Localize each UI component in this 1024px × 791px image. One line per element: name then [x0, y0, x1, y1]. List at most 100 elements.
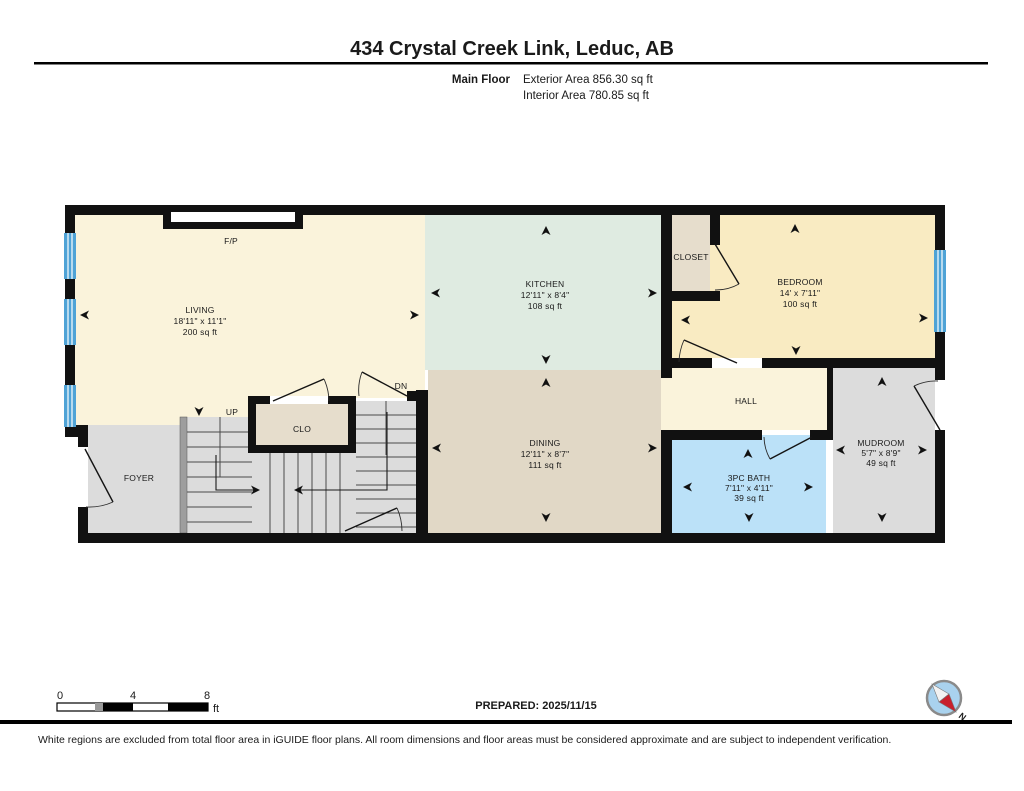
dimension-arrow — [681, 315, 690, 325]
compass-north-label: N — [957, 711, 968, 723]
down-arrowhead — [294, 485, 303, 495]
bath-name: 3PC BATH — [728, 473, 771, 483]
dimension-arrow — [790, 224, 800, 233]
stairs-up-label: UP — [226, 407, 238, 417]
dimension-arrows — [80, 224, 928, 522]
dimension-arrow — [919, 313, 928, 323]
dining-name: DINING — [530, 438, 561, 448]
living-area: 200 sq ft — [183, 327, 218, 337]
dimension-arrow — [648, 288, 657, 298]
bedroom-area: 100 sq ft — [783, 299, 818, 309]
understair-door — [344, 507, 403, 532]
disclaimer-text: White regions are excluded from total fl… — [38, 734, 891, 746]
footer-divider — [0, 720, 1012, 724]
compass-needle-north — [938, 693, 957, 713]
interior-area: Interior Area 780.85 sq ft — [523, 90, 650, 102]
dimension-arrow — [836, 445, 845, 455]
stair-handrail — [179, 416, 188, 534]
room-mudroom — [833, 368, 935, 533]
kitchen-name: KITCHEN — [526, 279, 565, 289]
closet-label: CLOSET — [673, 252, 708, 262]
living-name: LIVING — [185, 305, 214, 315]
dimension-arrow — [648, 443, 657, 453]
stair-flight-up — [185, 417, 252, 533]
bedroom-name: BEDROOM — [777, 277, 822, 287]
room-kitchen — [425, 215, 661, 370]
foyer-label: FOYER — [124, 473, 154, 483]
up-arrowhead — [251, 485, 260, 495]
page-title: 434 Crystal Creek Link, Leduc, AB — [350, 38, 674, 60]
dimension-arrow — [541, 513, 551, 522]
scale-segment-gray — [95, 703, 103, 711]
scale-segment-black-2 — [168, 703, 208, 711]
kitchen-dims: 12'11" x 8'4" — [521, 290, 570, 300]
header: 434 Crystal Creek Link, Leduc, AB Main F… — [34, 38, 988, 102]
hall-label: HALL — [735, 396, 757, 406]
dimension-arrow — [804, 482, 813, 492]
room-labels: LIVING 18'11" x 11'1" 200 sq ft KITCHEN … — [124, 236, 905, 503]
dimension-arrow — [683, 482, 692, 492]
dimension-arrow — [918, 445, 927, 455]
room-closet — [672, 215, 710, 291]
dimension-arrow — [80, 310, 89, 320]
mudroom-area: 49 sq ft — [866, 458, 896, 468]
dimension-arrow — [432, 443, 441, 453]
living-dims: 18'11" x 11'1" — [174, 316, 227, 326]
room-living-ext2 — [185, 398, 252, 417]
bedroom-door — [678, 339, 738, 364]
dimension-arrow — [431, 288, 440, 298]
room-dining — [428, 370, 661, 533]
stair-treads — [186, 401, 416, 533]
bath-dims: 7'11" x 4'11" — [725, 483, 773, 493]
dimension-arrow — [410, 310, 419, 320]
window-living-1 — [64, 233, 76, 279]
clo-closet-interior — [256, 404, 348, 445]
bedroom-dims: 14' x 7'11" — [780, 288, 820, 298]
bedroom-closet-door — [714, 243, 740, 291]
basement-stair-door — [358, 371, 408, 397]
stairs-down-label: DN — [395, 381, 408, 391]
dimension-arrow — [791, 346, 801, 355]
room-living-ext — [75, 398, 185, 425]
mudroom-back-door — [913, 380, 941, 431]
window-bedroom — [934, 250, 946, 332]
window-living-3 — [64, 385, 76, 427]
scale-unit: ft — [213, 703, 219, 715]
doors — [84, 243, 941, 532]
dimension-arrow — [877, 513, 887, 522]
bath-area: 39 sq ft — [734, 493, 764, 503]
kitchen-area: 108 sq ft — [528, 301, 563, 311]
dimension-arrow — [194, 407, 204, 416]
room-living — [75, 215, 425, 398]
clo-door — [272, 378, 330, 402]
mudroom-dims: 5'7" x 8'9" — [861, 448, 900, 458]
header-divider — [34, 62, 988, 65]
walls — [65, 205, 945, 543]
front-door — [84, 448, 114, 508]
dimension-arrow — [541, 378, 551, 387]
exterior-area: Exterior Area 856.30 sq ft — [523, 74, 654, 86]
room-hall — [661, 368, 827, 430]
bath-door — [763, 436, 813, 460]
dining-dims: 12'11" x 8'7" — [521, 449, 570, 459]
scale-segment-black-1 — [103, 703, 133, 711]
dimension-arrow — [877, 377, 887, 386]
dimension-arrow — [541, 226, 551, 235]
dining-area: 111 sq ft — [528, 460, 562, 470]
fireplace-label: F/P — [224, 236, 238, 246]
scale-tick-8: 8 — [204, 690, 210, 702]
windows — [64, 233, 946, 427]
dimension-arrow — [743, 449, 753, 458]
compass: N — [925, 679, 968, 723]
floor-label: Main Floor — [452, 74, 511, 86]
dimension-arrow — [744, 513, 754, 522]
window-living-2 — [64, 299, 76, 345]
prepared-date: PREPARED: 2025/11/15 — [475, 700, 596, 712]
mudroom-name: MUDROOM — [857, 438, 904, 448]
scale-bar: 0 4 8 ft — [56, 690, 219, 715]
scale-tick-0: 0 — [57, 690, 63, 702]
dimension-arrow — [541, 355, 551, 364]
clo-label: CLO — [293, 424, 311, 434]
stair-arrows — [215, 412, 388, 495]
